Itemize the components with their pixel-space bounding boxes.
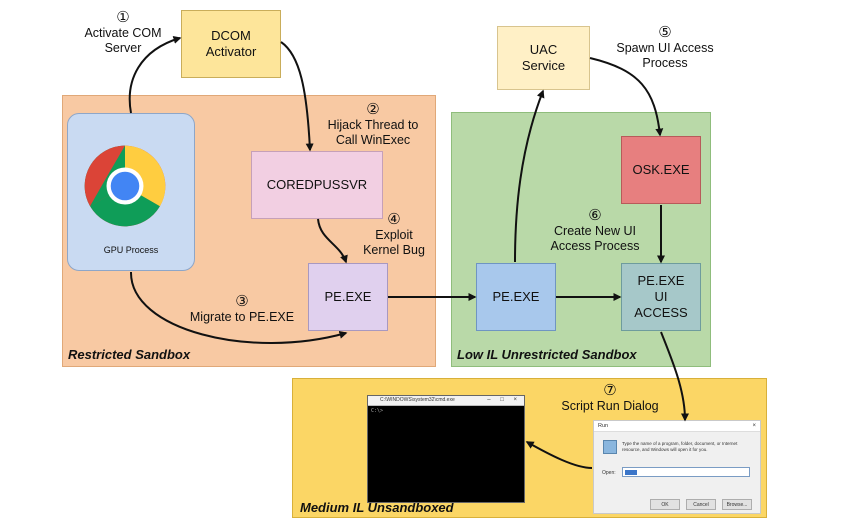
step-7-line1: Script Run Dialog bbox=[561, 399, 659, 413]
pe-exe-restricted-box: PE.EXE bbox=[308, 263, 388, 331]
uac-service-line1: UAC bbox=[529, 42, 558, 57]
run-dialog-title: Run bbox=[598, 423, 609, 429]
step-4-number: ④ bbox=[387, 211, 401, 228]
run-dialog: Run × Type the name of a program, folder… bbox=[593, 420, 761, 514]
step-1-line1: Activate COM bbox=[84, 26, 162, 40]
run-program-icon bbox=[603, 440, 617, 454]
run-dialog-description: Type the name of a program, folder, docu… bbox=[622, 441, 738, 452]
step-6-number: ⑥ bbox=[588, 207, 602, 224]
open-label: Open: bbox=[602, 470, 616, 476]
step-2-note: ② Hijack Thread to Call WinExec bbox=[318, 102, 428, 148]
pe-ui-access-box: PE.EXE UI ACCESS bbox=[621, 263, 701, 331]
step-1-line2: Server bbox=[104, 41, 142, 55]
step-3-note: ③ Migrate to PE.EXE bbox=[172, 294, 312, 325]
pe-ui-access-line1: PE.EXE bbox=[637, 273, 685, 288]
close-icon[interactable]: × bbox=[752, 423, 756, 429]
open-input[interactable] bbox=[622, 467, 750, 477]
step-4-line1: Exploit bbox=[375, 228, 413, 242]
step-1-number: ① bbox=[116, 9, 130, 26]
uac-service-line2: Service bbox=[521, 58, 566, 73]
step-4-note: ④ Exploit Kernel Bug bbox=[354, 212, 434, 258]
browse-button[interactable]: Browse... bbox=[722, 499, 752, 510]
ok-button[interactable]: OK bbox=[650, 499, 680, 510]
run-dialog-title-bar: Run × bbox=[594, 421, 760, 432]
selected-text-highlight bbox=[625, 470, 637, 475]
osk-exe-box: OSK.EXE bbox=[621, 136, 701, 204]
step-6-note: ⑥ Create New UI Access Process bbox=[530, 208, 660, 254]
step-7-note: ⑦ Script Run Dialog bbox=[545, 383, 675, 414]
step-7-number: ⑦ bbox=[603, 382, 617, 399]
dcom-activator-line2: Activator bbox=[205, 44, 257, 59]
pe-ui-access-line3: ACCESS bbox=[634, 305, 688, 320]
step-2-number: ② bbox=[366, 101, 380, 118]
restricted-sandbox-label: Restricted Sandbox bbox=[68, 347, 191, 362]
pe-exe-low-box: PE.EXE bbox=[476, 263, 556, 331]
coredpussvr-label: COREDPUSSVR bbox=[266, 177, 368, 192]
low-il-sandbox-label: Low IL Unrestricted Sandbox bbox=[457, 347, 637, 362]
uac-service-box: UAC Service bbox=[497, 26, 590, 90]
step-5-note: ⑤ Spawn UI Access Process bbox=[600, 25, 730, 71]
step-1-note: ① Activate COM Server bbox=[68, 10, 178, 56]
step-5-line2: Process bbox=[642, 56, 688, 70]
console-title-bar: C:\WINDOWS\system32\cmd.exe – □ × bbox=[368, 396, 524, 406]
step-5-line1: Spawn UI Access bbox=[616, 41, 714, 55]
cancel-button[interactable]: Cancel bbox=[686, 499, 716, 510]
step-2-line1: Hijack Thread to bbox=[327, 118, 419, 132]
step-6-line1: Create New UI bbox=[554, 224, 636, 238]
step-2-line2: Call WinExec bbox=[335, 133, 411, 147]
gpu-process-label: GPU Process bbox=[103, 245, 159, 255]
console-window: C:\WINDOWS\system32\cmd.exe – □ × C:\> bbox=[367, 395, 525, 503]
step-3-line1: Migrate to PE.EXE bbox=[189, 310, 295, 324]
window-controls-icon: – □ × bbox=[487, 397, 521, 403]
dcom-activator-line1: DCOM bbox=[211, 28, 251, 43]
pe-exe-restricted-label: PE.EXE bbox=[324, 289, 372, 304]
console-title: C:\WINDOWS\system32\cmd.exe bbox=[380, 397, 455, 403]
osk-exe-label: OSK.EXE bbox=[632, 162, 690, 177]
coredpussvr-box: COREDPUSSVR bbox=[251, 151, 383, 219]
step-6-line2: Access Process bbox=[550, 239, 640, 253]
console-prompt: C:\> bbox=[371, 408, 384, 414]
medium-il-label: Medium IL Unsandboxed bbox=[300, 500, 454, 515]
pe-ui-access-line2: UI bbox=[654, 289, 668, 304]
dcom-activator-box: DCOM Activator bbox=[181, 10, 281, 78]
step-4-line2: Kernel Bug bbox=[363, 243, 425, 257]
pe-exe-low-label: PE.EXE bbox=[492, 289, 540, 304]
chrome-logo-icon bbox=[84, 145, 166, 227]
step-5-number: ⑤ bbox=[658, 24, 672, 41]
step-3-number: ③ bbox=[235, 293, 249, 310]
